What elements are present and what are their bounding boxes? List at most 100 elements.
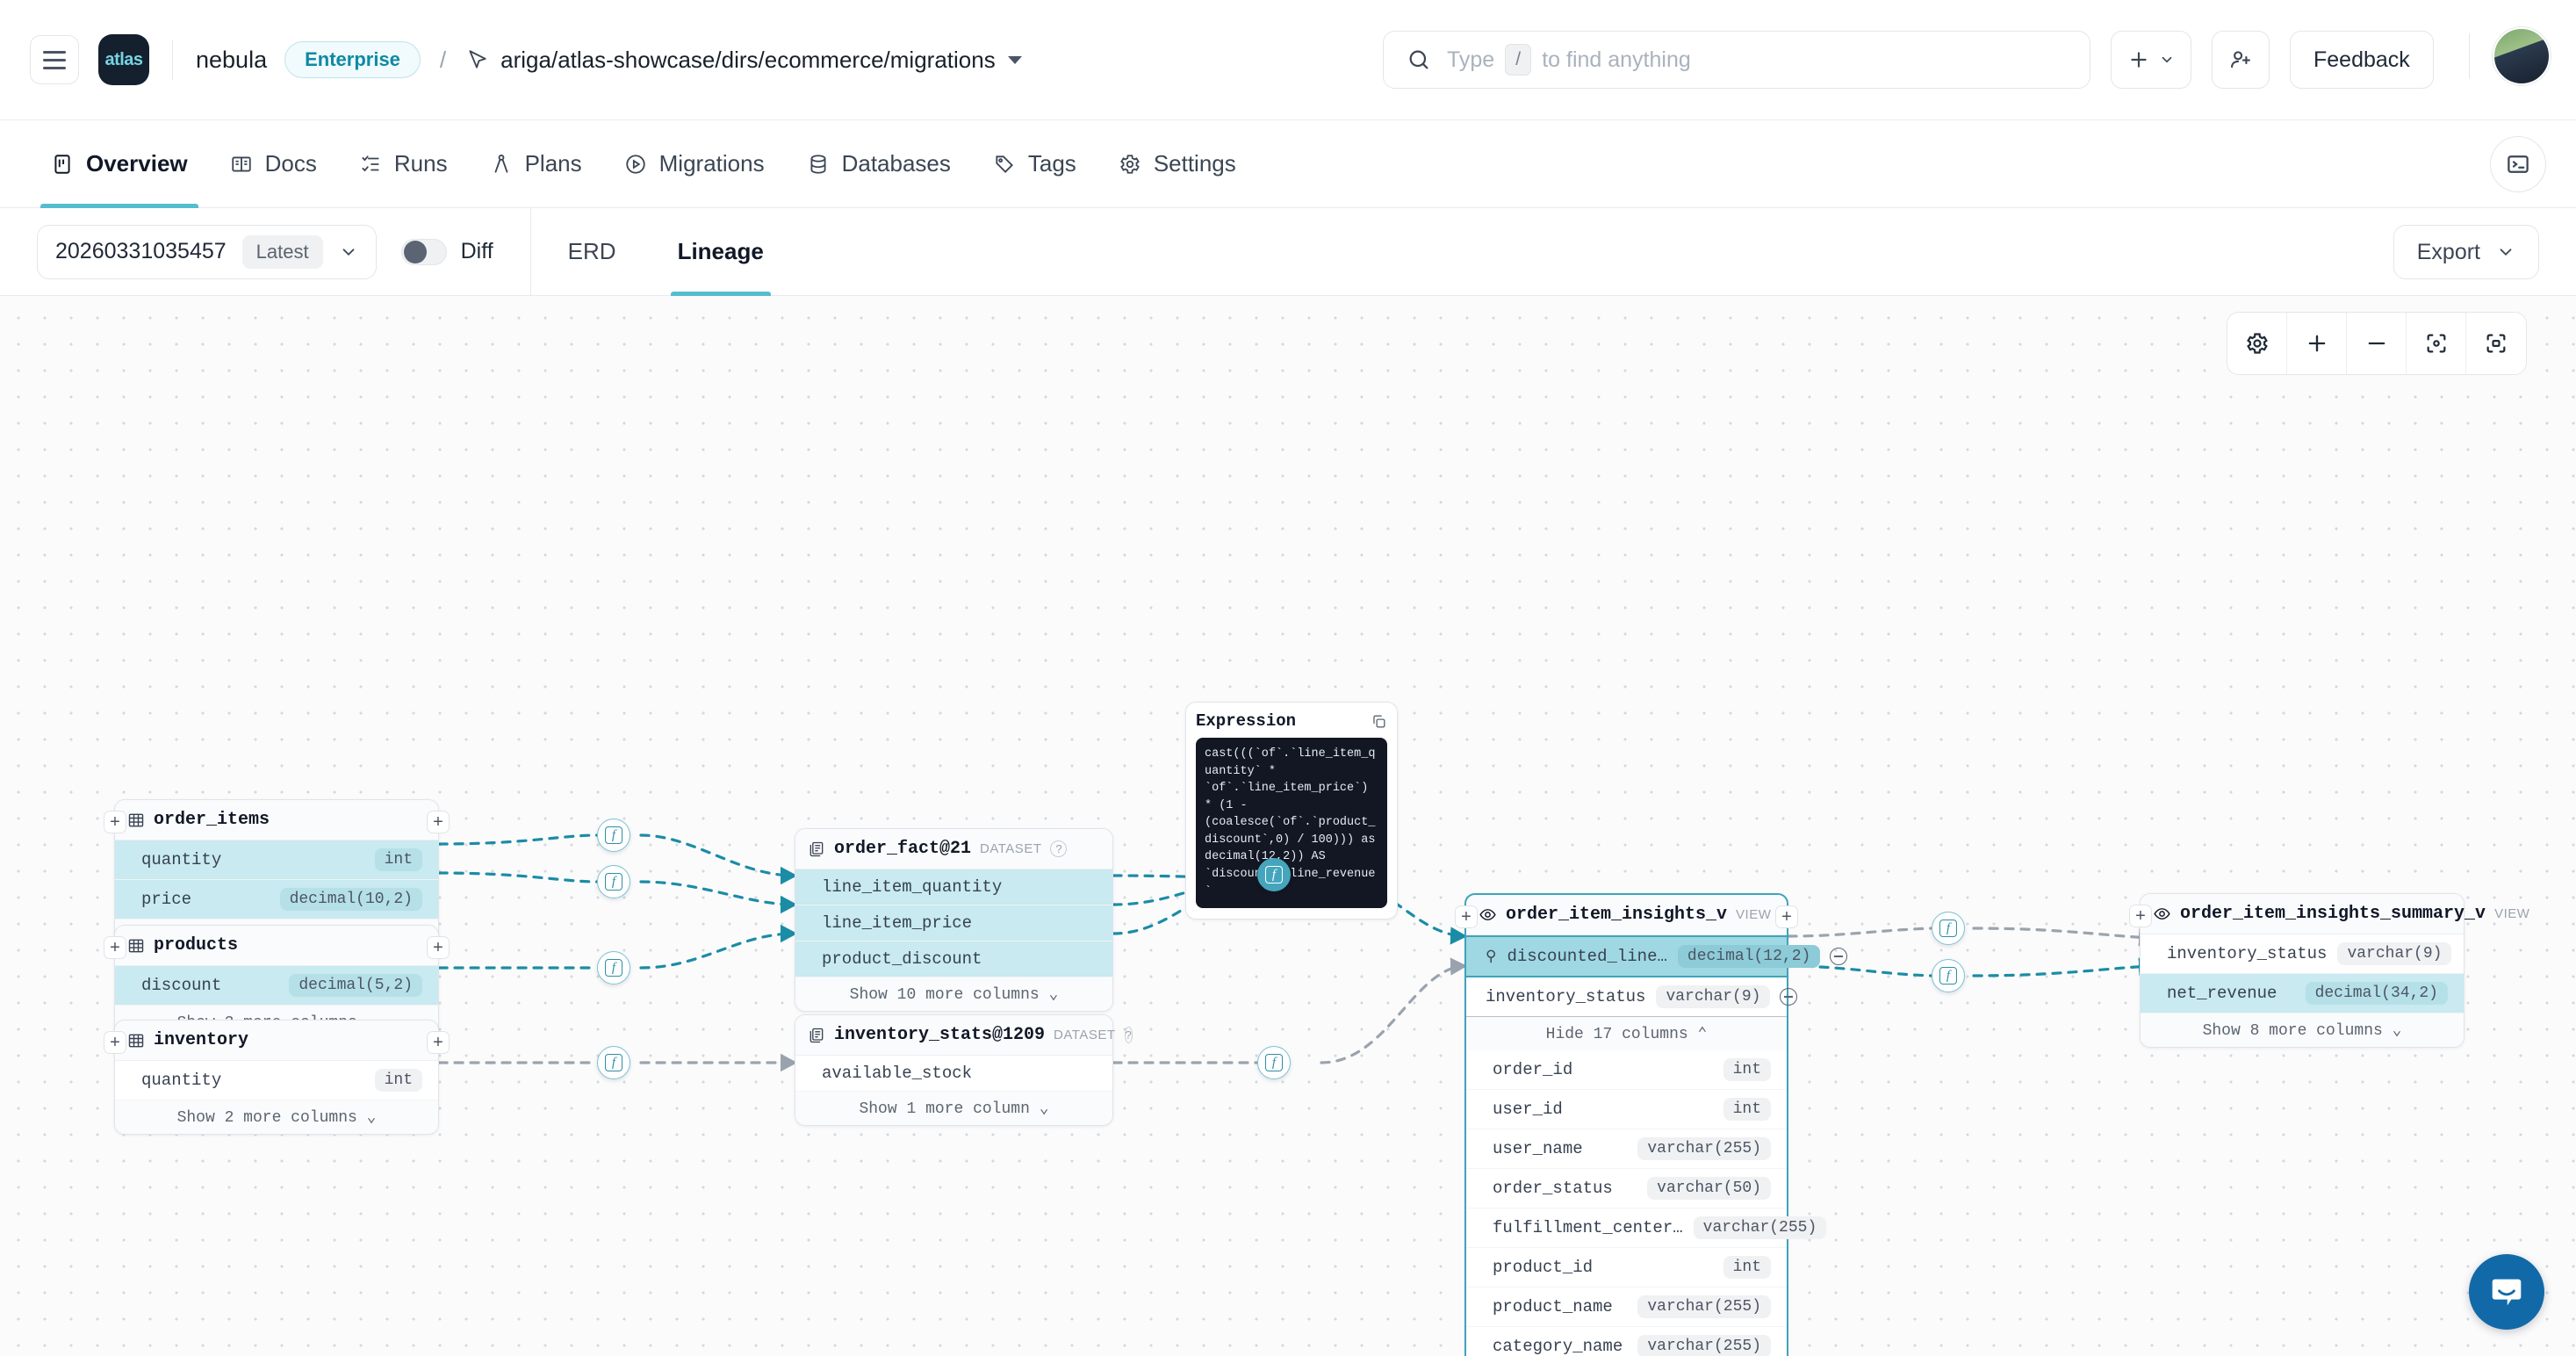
show-more-columns[interactable]: Show 1 more column ⌄ — [795, 1092, 1112, 1125]
atlas-logo[interactable]: atlas — [98, 34, 149, 85]
tab-docs[interactable]: Docs — [209, 120, 338, 208]
fit-view-icon[interactable] — [2407, 313, 2466, 374]
diff-toggle[interactable]: Diff — [400, 238, 493, 265]
remove-column-icon[interactable] — [1830, 948, 1848, 965]
expand-downstream-button[interactable]: + — [427, 1031, 450, 1054]
tab-erd[interactable]: ERD — [567, 238, 616, 264]
node-header: inventory — [115, 1021, 438, 1061]
expand-upstream-button[interactable]: + — [104, 1031, 126, 1054]
expand-upstream-button[interactable]: + — [1455, 905, 1478, 928]
diff-switch[interactable] — [400, 238, 447, 265]
help-icon[interactable]: ? — [1050, 840, 1068, 857]
table-row-pinned[interactable]: inventory_status varchar(9) — [1466, 977, 1798, 1017]
table-row[interactable]: net_revenue decimal(34,2) — [2141, 974, 2464, 1013]
hamburger-icon[interactable] — [30, 35, 79, 84]
breadcrumb[interactable]: ariga/atlas-showcase/dirs/ecommerce/migr… — [465, 47, 1022, 74]
avatar[interactable] — [2493, 27, 2551, 85]
org-name[interactable]: nebula — [196, 46, 268, 73]
invite-user-button[interactable] — [2212, 31, 2270, 89]
expand-downstream-button[interactable]: + — [1775, 905, 1798, 928]
function-icon: f — [605, 826, 622, 844]
tab-overview-label: Overview — [86, 150, 188, 177]
table-row[interactable]: line_item_price — [795, 905, 1112, 941]
expand-upstream-button[interactable]: + — [2129, 905, 2152, 927]
hide-columns-toggle[interactable]: Hide 17 columns ⌃ — [1466, 1017, 1787, 1050]
expand-upstream-button[interactable]: + — [104, 936, 126, 959]
table-row[interactable]: quantity int — [115, 840, 438, 880]
fullscreen-icon[interactable] — [2466, 313, 2526, 374]
tab-migrations[interactable]: Migrations — [603, 120, 786, 208]
node-inventory-stats[interactable]: inventory_stats@1209 DATASET ? available… — [795, 1014, 1133, 1126]
show-more-columns[interactable]: Show 8 more columns ⌄ — [2141, 1013, 2464, 1047]
table-row[interactable]: quantity int — [115, 1061, 438, 1100]
table-row[interactable]: available_stock — [795, 1056, 1112, 1092]
tab-plans[interactable]: Plans — [469, 120, 603, 208]
transform-fn-node[interactable]: f — [597, 951, 630, 985]
lineage-canvas[interactable]: + + order_items quantity int price decim… — [0, 296, 2576, 1356]
table-icon — [127, 811, 145, 829]
node-inventory[interactable]: + + inventory quantity int Show 2 more c… — [104, 1020, 450, 1135]
transform-fn-node[interactable]: f — [1257, 1046, 1291, 1079]
expand-downstream-button[interactable]: + — [427, 811, 450, 833]
show-more-columns[interactable]: Show 10 more columns ⌄ — [795, 977, 1112, 1011]
tab-lineage[interactable]: Lineage — [653, 208, 788, 296]
chevron-down-icon[interactable] — [1007, 55, 1022, 64]
transform-fn-node[interactable]: f — [597, 1046, 630, 1079]
column-name: order_status — [1493, 1179, 1613, 1198]
column-name: discounted_line… — [1507, 947, 1667, 966]
node-order-item-insights-v[interactable]: + + order_item_insights_v VIEW ⚲ discoun… — [1455, 893, 1848, 1356]
copy-icon[interactable] — [1371, 713, 1387, 730]
tab-databases[interactable]: Databases — [786, 120, 972, 208]
zoom-out-icon[interactable] — [2347, 313, 2407, 374]
table-row[interactable]: inventory_status varchar(9) — [2141, 934, 2464, 974]
feedback-button[interactable]: Feedback — [2290, 31, 2434, 89]
create-new-button[interactable] — [2111, 31, 2191, 89]
table-row-pinned-selected[interactable]: ⚲ discounted_line… decimal(12,2) — [1466, 935, 1848, 977]
node-kind: VIEW — [2494, 906, 2530, 921]
transform-fn-node[interactable]: f — [1932, 912, 1965, 945]
search-input[interactable]: Type / to find anything — [1383, 31, 2090, 89]
transform-fn-node[interactable]: f — [1932, 959, 1965, 992]
export-button[interactable]: Export — [2393, 225, 2539, 279]
zoom-in-icon[interactable] — [2287, 313, 2347, 374]
node-order-item-insights-summary-v[interactable]: + order_item_insights_summary_v VIEW inv… — [2129, 893, 2529, 1048]
show-more-columns[interactable]: Show 2 more columns ⌄ — [115, 1100, 438, 1134]
help-icon[interactable]: ? — [1124, 1027, 1133, 1043]
lineage-toolbar: 20260331035457 Latest Diff ERD Lineage E… — [0, 207, 2576, 296]
table-row[interactable]: fulfillment_center…varchar(255) — [1466, 1208, 1827, 1248]
table-row[interactable]: product_discount — [795, 941, 1112, 977]
column-type: decimal(10,2) — [279, 888, 422, 911]
remove-column-icon[interactable] — [1780, 988, 1798, 1006]
tab-tags[interactable]: Tags — [972, 120, 1097, 208]
table-row[interactable]: line_item_quantity — [795, 869, 1112, 905]
transform-fn-node-selected[interactable]: f — [1257, 858, 1291, 891]
node-title: order_item_insights_summary_v — [2180, 904, 2486, 924]
expand-downstream-button[interactable]: + — [427, 936, 450, 959]
table-row[interactable]: discount decimal(5,2) — [115, 966, 438, 1006]
tab-settings[interactable]: Settings — [1097, 120, 1257, 208]
transform-fn-node[interactable]: f — [597, 865, 630, 898]
expand-upstream-button[interactable]: + — [104, 811, 126, 833]
intercom-chat-icon[interactable] — [2469, 1254, 2544, 1330]
search-prefix: Type — [1447, 47, 1495, 72]
tab-runs[interactable]: Runs — [338, 120, 469, 208]
tab-overview[interactable]: Overview — [30, 120, 209, 208]
node-kind: DATASET — [980, 841, 1042, 856]
node-order-fact[interactable]: order_fact@21 DATASET ? line_item_quanti… — [795, 828, 1113, 1012]
dataset-icon — [808, 840, 825, 858]
column-name: fulfillment_center… — [1493, 1218, 1683, 1237]
terminal-icon[interactable] — [2490, 136, 2546, 192]
transform-fn-node[interactable]: f — [597, 819, 630, 852]
settings-icon[interactable] — [2227, 313, 2287, 374]
tab-tags-label: Tags — [1027, 150, 1076, 177]
function-icon: f — [1265, 866, 1283, 884]
table-row[interactable]: price decimal(10,2) — [115, 880, 438, 920]
version-selector[interactable]: 20260331035457 Latest — [37, 224, 377, 279]
